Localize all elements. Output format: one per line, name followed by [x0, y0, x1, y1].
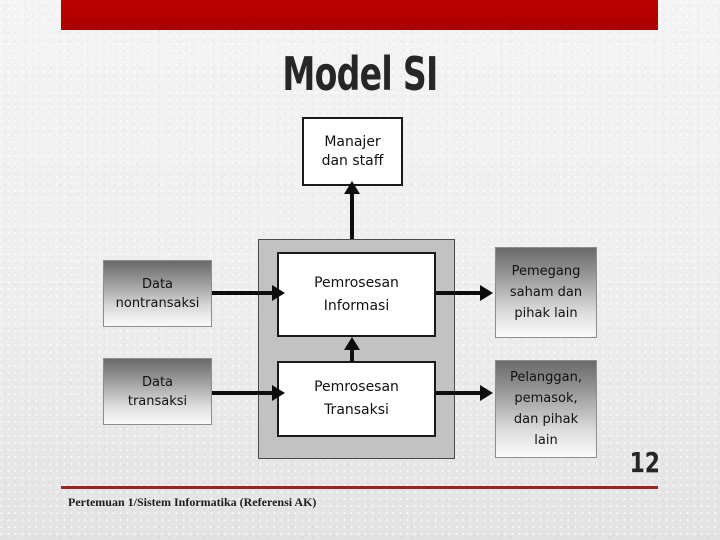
footer-divider [61, 486, 658, 489]
footer-text: Pertemuan 1/Sistem Informatika (Referens… [68, 495, 317, 509]
box-data-nontransaksi[interactable]: Data nontransaksi [103, 260, 212, 327]
arrow-head-nontransaksi-to-container [272, 285, 285, 301]
box-manajer-line-1: Manajer [324, 133, 381, 150]
box-pelanggan-pemasok-line-3: dan pihak [513, 412, 579, 427]
box-manajer-dan-staff-text: Manajer dan staff [304, 133, 401, 171]
box-pelanggan-pemasok-line-4: lain [534, 433, 558, 448]
box-data-transaksi-line-1: Data [141, 374, 174, 390]
top-red-band [61, 0, 658, 30]
box-data-nontransaksi-text: Data nontransaksi [104, 275, 211, 313]
box-pemegang-saham-line-1: Pemegang [511, 264, 581, 279]
arrow-head-transaksi-to-container [272, 385, 285, 401]
box-data-nontransaksi-line-1: Data [141, 276, 174, 292]
box-pemrosesan-informasi[interactable]: Pemrosesan Informasi [277, 252, 436, 337]
box-data-nontransaksi-line-2: nontransaksi [115, 295, 200, 311]
box-pemegang-saham-text: Pemegang saham dan pihak lain [496, 261, 596, 324]
box-pelanggan-pemasok[interactable]: Pelanggan, pemasok, dan pihak lain [495, 360, 597, 458]
arrow-head-container-to-pemegang-saham [480, 285, 493, 301]
box-pemrosesan-transaksi-text: Pemrosesan Transaksi [279, 376, 434, 422]
box-pemrosesan-informasi-line-2: Informasi [323, 297, 390, 314]
arrow-shaft-transaksi-to-informasi [350, 348, 354, 362]
box-pelanggan-pemasok-line-1: Pelanggan, [509, 370, 583, 385]
arrow-shaft-transaksi-to-container [212, 391, 274, 395]
box-data-transaksi-line-2: transaksi [127, 393, 188, 409]
box-pemrosesan-transaksi[interactable]: Pemrosesan Transaksi [277, 361, 436, 437]
arrow-shaft-container-to-pelanggan [436, 391, 482, 395]
box-data-transaksi-text: Data transaksi [104, 373, 211, 411]
box-manajer-dan-staff[interactable]: Manajer dan staff [302, 117, 403, 186]
box-data-transaksi[interactable]: Data transaksi [103, 358, 212, 425]
box-manajer-line-2: dan staff [321, 152, 384, 169]
page-number: 12 [629, 446, 660, 479]
box-pelanggan-pemasok-line-2: pemasok, [514, 391, 578, 406]
box-pemegang-saham-line-2: saham dan [509, 285, 583, 300]
arrow-head-container-to-pelanggan [480, 385, 493, 401]
box-pemrosesan-informasi-line-1: Pemrosesan [314, 274, 399, 291]
arrow-shaft-nontransaksi-to-container [212, 291, 274, 295]
arrow-head-container-to-manajer [344, 181, 360, 194]
box-pemrosesan-transaksi-line-1: Pemrosesan [314, 379, 399, 395]
page-title: Model SI [282, 47, 438, 101]
arrow-shaft-container-to-manajer [350, 192, 354, 240]
box-pemrosesan-transaksi-line-2: Transaksi [324, 402, 389, 418]
box-pelanggan-pemasok-text: Pelanggan, pemasok, dan pihak lain [496, 367, 596, 451]
arrow-head-transaksi-to-informasi [344, 337, 360, 350]
box-pemegang-saham[interactable]: Pemegang saham dan pihak lain [495, 247, 597, 338]
box-pemegang-saham-line-3: pihak lain [514, 306, 578, 321]
box-pemrosesan-informasi-text: Pemrosesan Informasi [279, 272, 434, 318]
arrow-shaft-container-to-pemegang-saham [436, 291, 482, 295]
